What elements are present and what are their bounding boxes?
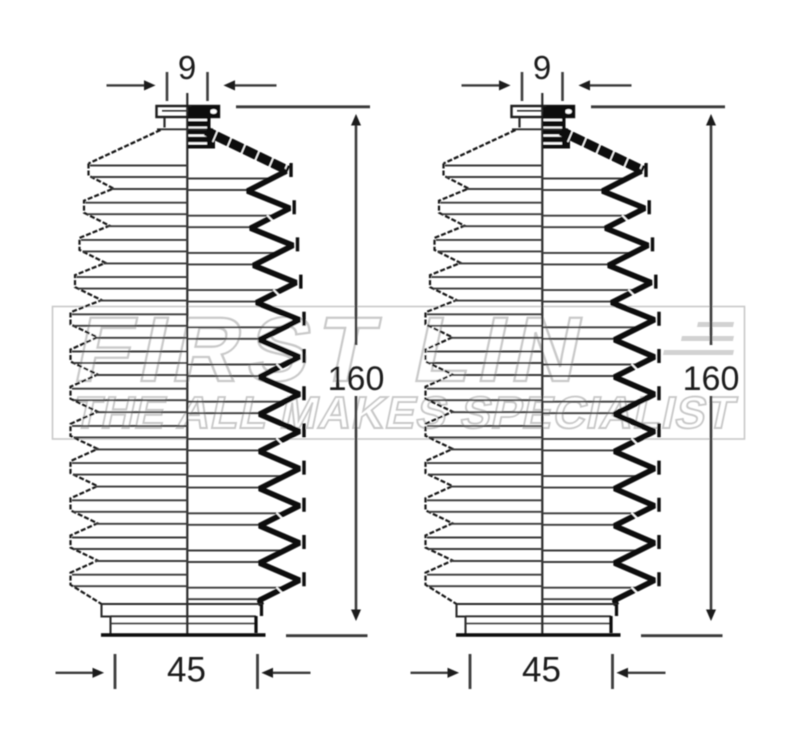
svg-text:45: 45 xyxy=(167,651,206,690)
svg-text:160: 160 xyxy=(328,360,385,398)
svg-text:9: 9 xyxy=(178,49,196,86)
